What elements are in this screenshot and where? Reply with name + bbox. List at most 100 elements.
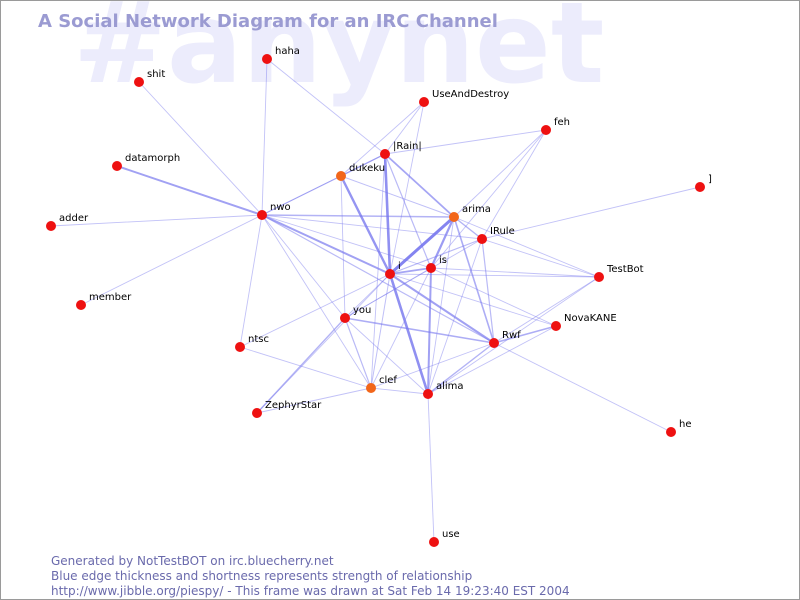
edge-ZephyrStar-i [256, 273, 391, 414]
node-dukeku: dukeku [336, 163, 385, 181]
node-label: feh [554, 117, 570, 128]
node-dot [134, 77, 144, 87]
edge-IRule-Rwf [481, 238, 495, 344]
edge-UseAndDestroy-i [389, 101, 425, 275]
edge-nwo-i [261, 214, 391, 275]
node-TestBot: TestBot [594, 264, 644, 282]
node-label: is [439, 255, 447, 266]
edge-ZephyrStar-clef [256, 387, 372, 414]
edge-dukeku-Rain [340, 153, 386, 177]
edge-nwo-ntsc [239, 214, 263, 348]
edge-you-clef [344, 317, 372, 389]
node-ntsc: ntsc [235, 334, 269, 352]
edge-is-you [344, 267, 432, 319]
edge-shit-nwo [138, 81, 263, 216]
node-label: use [442, 529, 460, 540]
edge-nwo-is [261, 214, 432, 269]
edge-nwo-you [261, 214, 346, 319]
edge-arima-is [429, 215, 456, 270]
edge-layer [50, 58, 701, 543]
node-datamorph: datamorph [112, 153, 180, 171]
edge-feh-Rain [384, 129, 547, 155]
edge-dukeku-you [340, 175, 346, 319]
edge-haha-nwo [261, 58, 268, 216]
edge-IRule-you [344, 238, 483, 319]
edge-alima-NovaKANE [427, 325, 557, 395]
node-member: member [76, 292, 132, 310]
node-NovaKANE: NovaKANE [551, 313, 617, 331]
node-label: datamorph [125, 153, 180, 164]
edge-nwo-arima [261, 214, 455, 218]
node-label: ZephyrStar [265, 400, 322, 411]
edge-TestBot-alima [427, 276, 600, 395]
node-Rain: |Rain| [380, 141, 422, 159]
edge-alima-Rwf [427, 342, 495, 395]
node-label: ] [708, 174, 712, 185]
edge-datamorph-nwo [116, 165, 263, 216]
node-is: is [426, 255, 447, 273]
node-label: clef [379, 375, 397, 386]
node-label: UseAndDestroy [432, 89, 509, 100]
edge-UseAndDestroy-Rain [384, 101, 425, 155]
diagram-title: A Social Network Diagram for an IRC Chan… [38, 11, 498, 32]
node-label: haha [275, 46, 300, 57]
node-dot [385, 269, 395, 279]
node-haha: haha [262, 46, 300, 64]
edge-arima-Rwf [453, 216, 495, 344]
edge-TestBot-Rwf [493, 276, 600, 344]
edge-clef-is [370, 267, 432, 389]
edge-member-nwo [80, 214, 263, 306]
node-IRule: IRule [477, 226, 515, 244]
edge-i-is [389, 267, 432, 275]
edge-i-ntsc [239, 273, 391, 348]
node-dot [695, 182, 705, 192]
edge-adder-nwo [50, 214, 263, 227]
edge-is-TestBot [430, 267, 600, 278]
node-label: member [89, 292, 132, 303]
node-i: i [385, 261, 401, 279]
edge-clef-alima [370, 387, 429, 395]
edge-UseAndDestroy-dukeku [340, 101, 425, 177]
node-adder: adder [46, 213, 89, 231]
node-alima: alima [423, 381, 464, 399]
edge-i-NovaKANE [389, 273, 557, 327]
node-dot [426, 263, 436, 273]
edge-feh-is [430, 129, 547, 269]
edge-bracket-IRule [481, 186, 701, 240]
node-label: dukeku [349, 163, 385, 174]
edge-you-alima [344, 317, 429, 395]
node-UseAndDestroy: UseAndDestroy [419, 89, 509, 107]
edge-nwo-IRule [261, 214, 483, 240]
node-dot [340, 313, 350, 323]
edge-nwo-Rwf [261, 214, 495, 344]
node-label: arima [462, 204, 491, 215]
node-nwo: nwo [257, 202, 291, 220]
edge-Rain-clef [370, 153, 386, 389]
edge-feh-arima [453, 129, 547, 218]
edge-clef-Rwf [370, 342, 495, 389]
edge-arima-alima [427, 216, 455, 395]
node-dot [429, 537, 439, 547]
node-dot [666, 427, 676, 437]
node-dot [419, 97, 429, 107]
node-label: Rwf [502, 330, 521, 341]
node-label: shit [147, 69, 165, 80]
node-clef: clef [366, 375, 397, 393]
edge-feh-IRule [481, 129, 547, 240]
node-label: NovaKANE [564, 313, 617, 324]
edge-alima-use [427, 393, 435, 543]
node-label: he [679, 419, 692, 430]
channel-watermark: #anynet [73, 0, 605, 109]
node-label: IRule [490, 226, 515, 237]
node-dot [541, 125, 551, 135]
edge-nwo-clef [261, 214, 372, 389]
edge-Rain-is [384, 153, 432, 269]
edge-dukeku-i [339, 174, 392, 276]
node-you: you [340, 305, 371, 323]
node-dot [336, 171, 346, 181]
edge-is-NovaKANE [430, 267, 557, 327]
edge-Rain-arima [384, 153, 455, 218]
node-dot [257, 210, 267, 220]
